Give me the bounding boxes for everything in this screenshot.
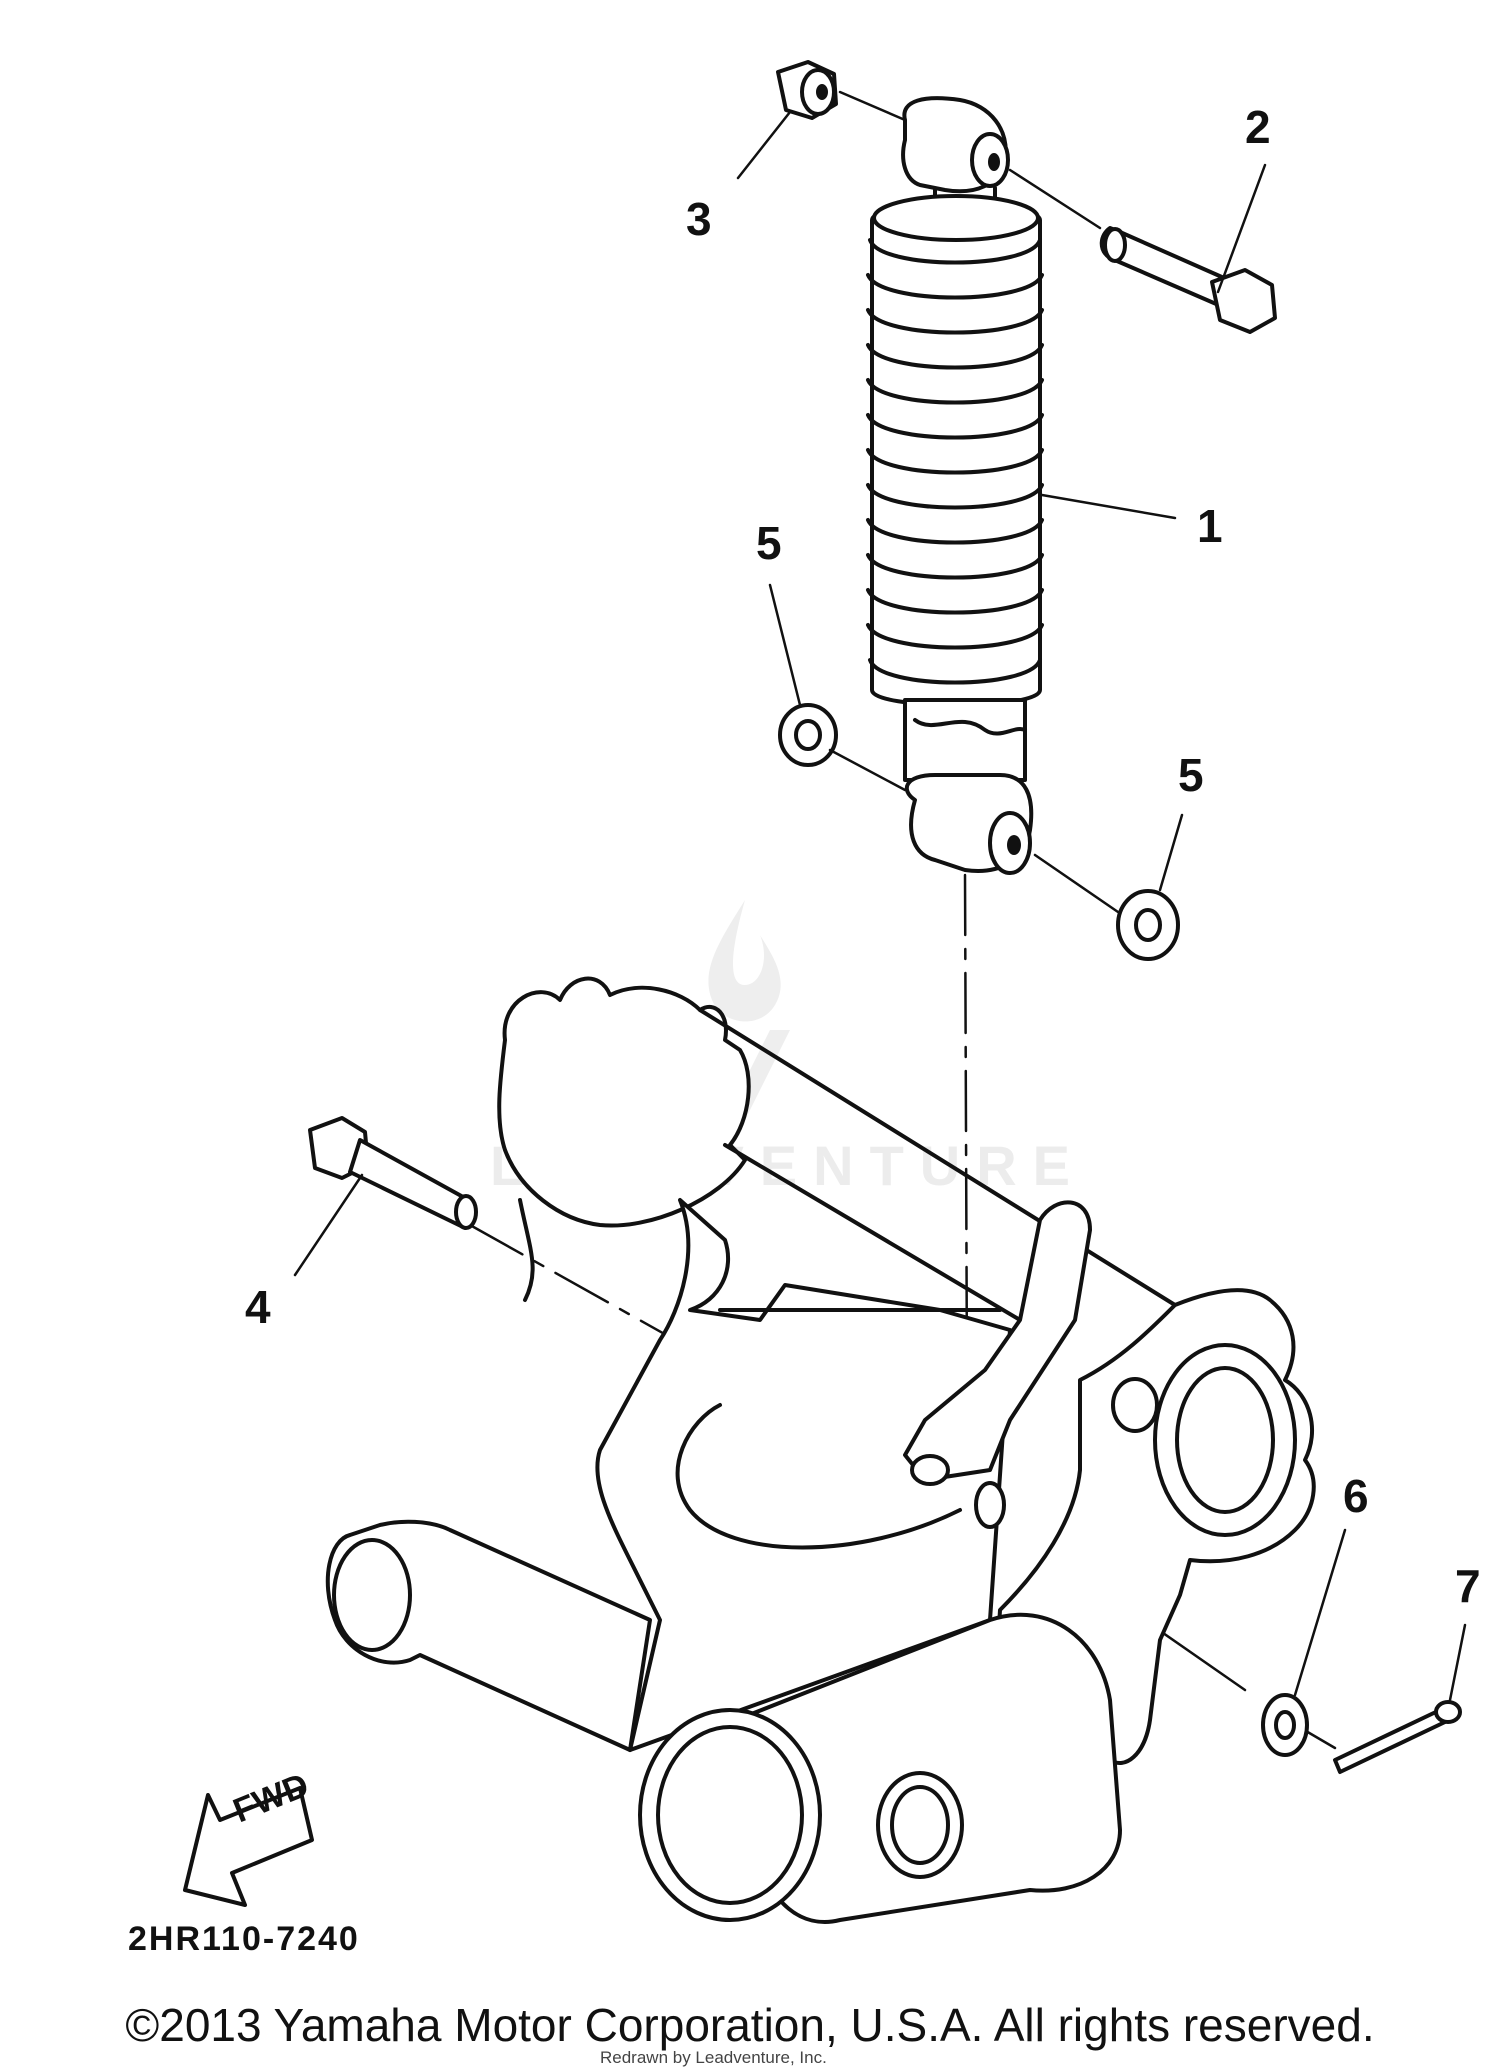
callout-2: 2 [1245, 101, 1271, 153]
part-6-washer [1261, 1693, 1309, 1757]
callout-6: 6 [1343, 1470, 1369, 1522]
part-5-washer-lower [1116, 889, 1180, 961]
copyright-notice: ©2013 Yamaha Motor Corporation, U.S.A. A… [125, 1999, 1375, 2051]
part-3-nut [776, 60, 838, 120]
callout-5-lower: 5 [1178, 749, 1204, 801]
part-2-bolt [1099, 226, 1277, 334]
callout-leaders [293, 110, 1467, 1702]
callout-5-upper: 5 [756, 517, 782, 569]
callout-4: 4 [245, 1281, 271, 1333]
spring-coils [866, 238, 1044, 685]
callout-3: 3 [686, 193, 712, 245]
callout-7: 7 [1455, 1560, 1481, 1612]
fwd-arrow [183, 1786, 314, 1907]
part-4-pivot-bolt [308, 1116, 478, 1230]
swingarm [325, 976, 1316, 1924]
diagram-code: 2HR110-7240 [128, 1920, 360, 1958]
redraw-note: Redrawn by Leadventure, Inc. [600, 2048, 827, 2067]
part-7-cotter-pin [1333, 1700, 1462, 1774]
part-1-shock-absorber [866, 96, 1044, 875]
part-5-washer-upper [778, 703, 838, 767]
callout-1: 1 [1197, 500, 1223, 552]
